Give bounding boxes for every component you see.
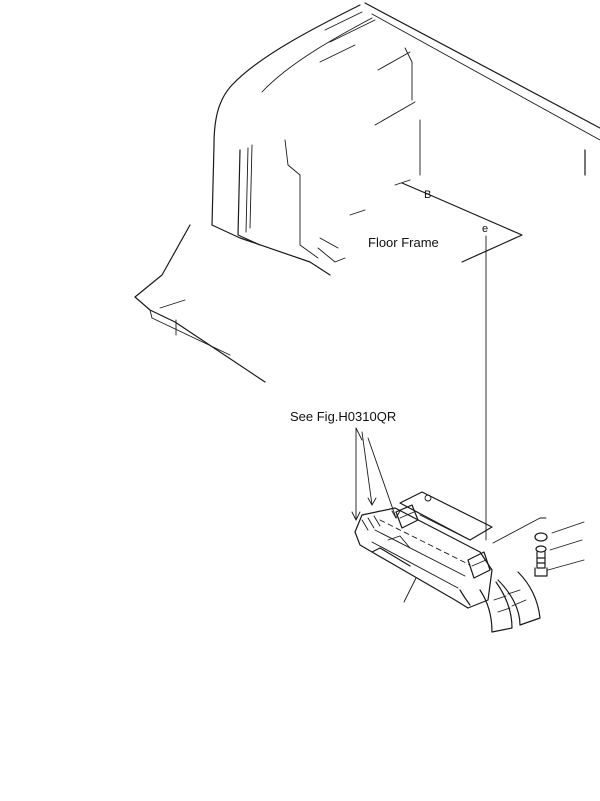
leader-line-bundle bbox=[355, 427, 397, 521]
point-e-label: e bbox=[482, 223, 488, 235]
point-b-label: B bbox=[424, 189, 431, 201]
see-fig-label: See Fig.H0310QR bbox=[290, 409, 396, 424]
washer-icon bbox=[534, 532, 548, 542]
duct-assembly bbox=[354, 491, 541, 633]
bolt-icon bbox=[534, 551, 548, 577]
hardware bbox=[403, 517, 585, 603]
cab-body bbox=[134, 2, 600, 383]
floor-frame-label: Floor Frame bbox=[368, 235, 439, 250]
spring-washer-icon bbox=[535, 545, 547, 553]
